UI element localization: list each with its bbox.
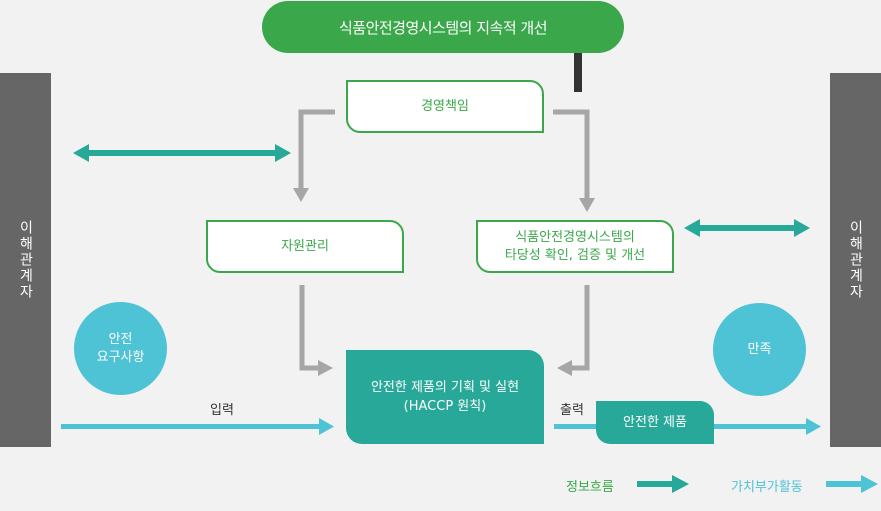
- safety-requirements-circle: 안전 요구사항: [74, 302, 167, 395]
- resource-management-label: 자원관리: [281, 238, 329, 254]
- output-label: 출력: [560, 403, 584, 418]
- legend-value-arrow: [826, 475, 878, 493]
- legend-info-arrow: [637, 475, 689, 493]
- resource-management-box: 자원관리: [206, 220, 404, 273]
- input-label: 입력: [210, 403, 234, 418]
- safe-product-label: 안전한 제품: [623, 415, 687, 430]
- stakeholder-bar-left: 이해관계자: [0, 73, 51, 447]
- stakeholder-bar-right: 이해관계자: [830, 73, 881, 447]
- management-responsibility-label: 경영책임: [421, 98, 469, 114]
- legend-value-add-label: 가치부가활동: [731, 480, 803, 495]
- legend-info-flow-label: 정보흐름: [566, 480, 614, 495]
- verification-label: 식품안전경영시스템의 타당성 확인, 검증 및 개선: [504, 229, 646, 263]
- continuous-improvement-label: 식품안전경영시스템의 지속적 개선: [338, 18, 548, 37]
- satisfaction-label: 만족: [747, 341, 772, 357]
- gray-arrowheads: [293, 188, 595, 376]
- stakeholder-right-label: 이해관계자: [847, 220, 864, 300]
- gray-flow-arrows: [298, 109, 590, 371]
- info-arrow-left: [73, 144, 291, 162]
- info-arrow-right: [684, 219, 810, 237]
- verification-box: 식품안전경영시스템의 타당성 확인, 검증 및 개선: [476, 220, 674, 273]
- stakeholder-left-label: 이해관계자: [17, 220, 34, 300]
- safe-product-box: 안전한 제품: [596, 401, 714, 444]
- satisfaction-circle: 만족: [713, 303, 806, 396]
- planning-realization-label: 안전한 제품의 기획 및 실현 (HACCP 원칙): [370, 380, 520, 414]
- continuous-improvement-pill: 식품안전경영시스템의 지속적 개선: [262, 1, 624, 53]
- input-arrow: [61, 418, 334, 435]
- management-responsibility-box: 경영책임: [346, 80, 544, 133]
- safety-requirements-label: 안전 요구사항: [96, 331, 145, 365]
- planning-realization-box: 안전한 제품의 기획 및 실현 (HACCP 원칙): [346, 350, 544, 444]
